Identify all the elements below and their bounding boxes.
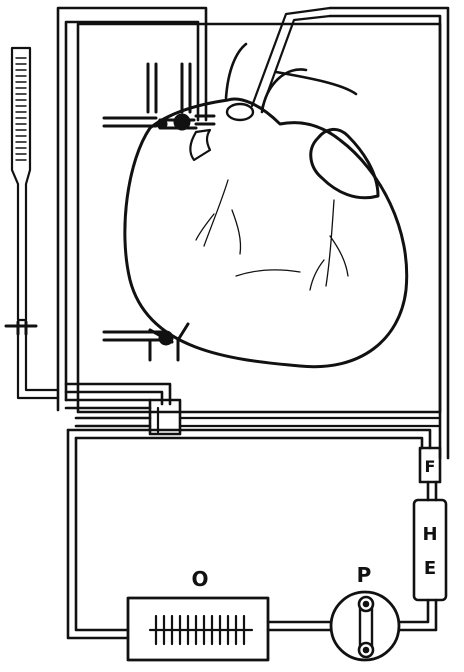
- stopcock-lines: [66, 384, 440, 434]
- manometer-scale: [16, 58, 26, 160]
- filter-label: F: [425, 457, 436, 476]
- heat-exchanger-e-label: E: [424, 558, 436, 579]
- manometer: [6, 48, 58, 398]
- heat-exchanger-h-label: H: [422, 524, 437, 545]
- pump: [331, 592, 399, 660]
- oxygenator-label: O: [191, 567, 208, 591]
- pump-label: P: [357, 563, 372, 587]
- heart: [125, 44, 407, 367]
- lower-vessels: [104, 324, 188, 360]
- heat-exchanger-box: [414, 500, 446, 600]
- perfusion-chamber: [78, 24, 440, 412]
- oxygenator-baffles: [150, 616, 252, 644]
